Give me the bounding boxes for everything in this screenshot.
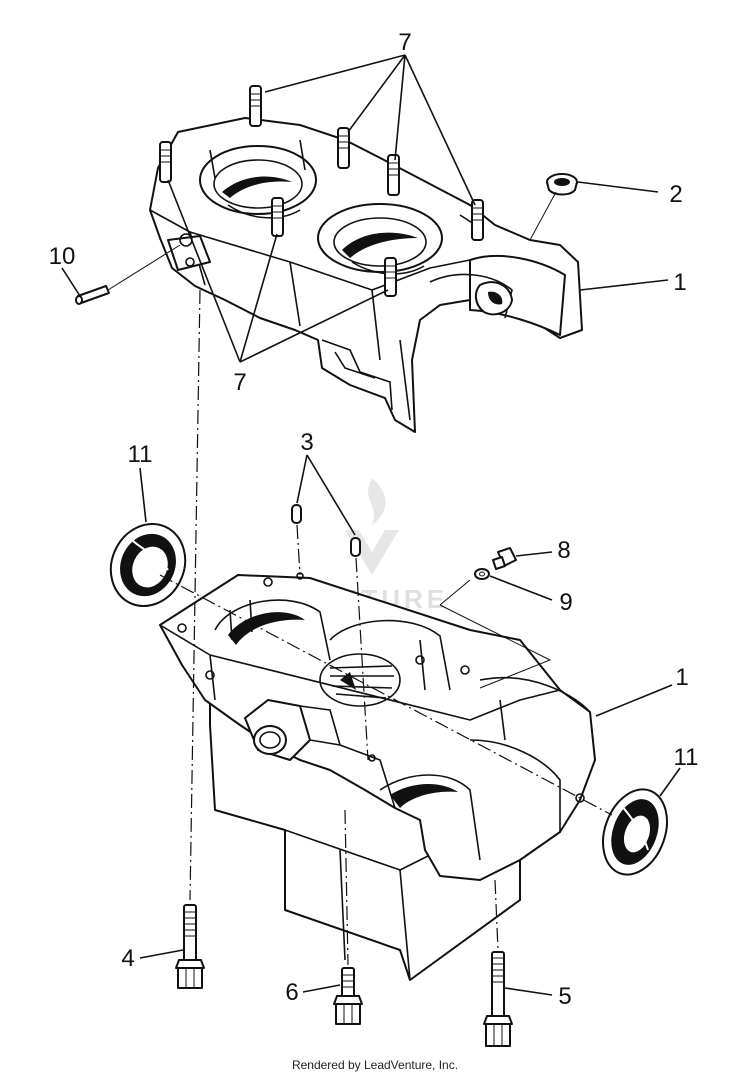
bolt-8 [492,547,517,570]
oil-seal-right [602,788,668,876]
stud-7 [384,257,397,297]
oil-seal-left [109,523,187,607]
stud-5 [271,197,284,237]
stud-4 [387,154,400,196]
callout-11-right: 11 [674,744,699,771]
assembly-lines [107,191,613,966]
callout-1-lower: 1 [675,664,688,691]
lower-crankcase-half [159,572,596,981]
callout-9: 9 [559,589,572,616]
stud-3 [337,127,350,169]
callout-3: 3 [300,429,313,456]
render-credit: Rendered by LeadVenture, Inc. [291,1058,459,1072]
dowel-pin-10 [75,285,110,305]
callout-7-bottom: 7 [233,369,246,396]
callout-11-left: 11 [128,441,153,468]
cylinder-studs [159,85,484,297]
callout-labels: 7 2 1 10 7 11 3 8 9 1 11 4 6 5 [49,29,699,1010]
callout-6: 6 [285,979,298,1006]
cap-plug [546,173,578,196]
bolt-4 [175,904,205,989]
callout-2: 2 [669,181,682,208]
dowel-pins-3 [291,504,361,557]
upper-crankcase-half [149,117,583,433]
callout-7-top: 7 [398,29,411,56]
bolt-6 [333,967,363,1025]
callout-4: 4 [121,945,134,972]
callout-8: 8 [557,537,570,564]
washer-9 [474,568,490,580]
callout-5: 5 [558,983,571,1010]
bolt-5 [483,951,513,1047]
stud-2 [159,141,172,183]
stud-1 [249,85,262,127]
stud-6 [471,199,484,241]
leader-lines [61,54,681,996]
callout-10: 10 [49,243,76,270]
callout-1-upper: 1 [673,269,686,296]
